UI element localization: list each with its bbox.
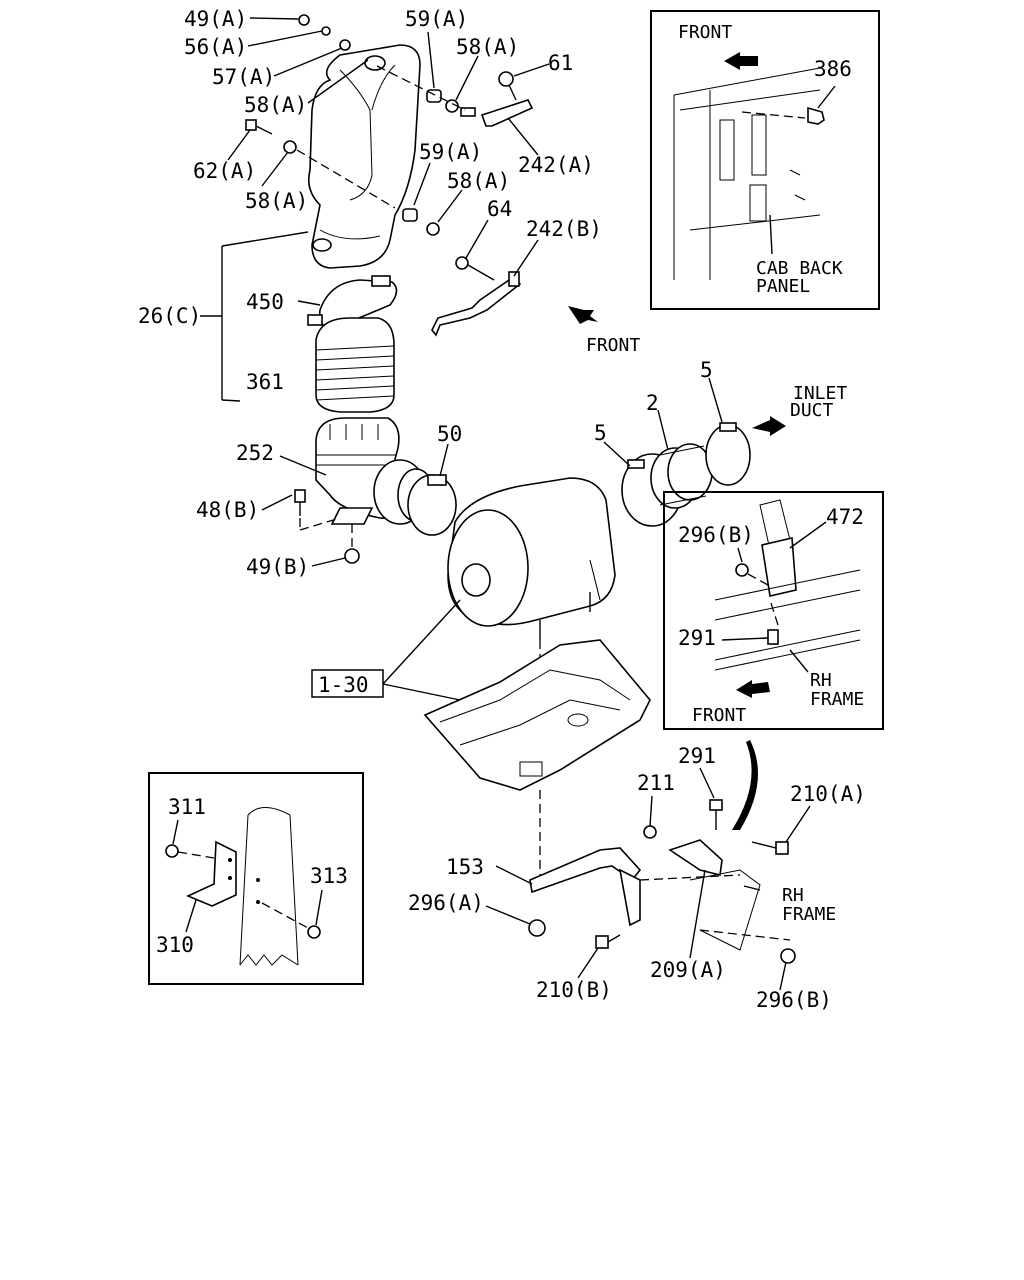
- callout-49b: 49(B): [246, 555, 309, 579]
- callout-209a: 209(A): [650, 958, 726, 982]
- callout-1-30-box: [311, 669, 384, 698]
- air-cleaner-body: [447, 477, 616, 880]
- callout-5-left: 5: [594, 421, 607, 445]
- callout-56a: 56(A): [184, 35, 247, 59]
- callout-57a: 57(A): [212, 65, 275, 89]
- inset-rh-label: RH: [810, 670, 832, 691]
- callout-58a-upper-left: 58(A): [244, 93, 307, 117]
- inset-cab-label-line1: CAB BACK: [756, 258, 843, 279]
- inset-frame-front-arrow: [736, 680, 770, 698]
- callout-310: 310: [156, 933, 194, 957]
- callout-296b-inset: 296(B): [678, 523, 754, 547]
- inset-cab-back-panel: FRONT 386 CAB BACK PANEL: [650, 10, 880, 310]
- callout-1-30: 1-30: [318, 673, 369, 697]
- intake-duct-assembly: [245, 14, 534, 337]
- callout-210b: 210(B): [536, 978, 612, 1002]
- callout-242a: 242(A): [518, 153, 594, 177]
- inset-cab-front-label: FRONT: [678, 22, 732, 43]
- callout-64: 64: [487, 197, 512, 221]
- inlet-duct-arrow: [752, 416, 786, 436]
- frame-floor-panel: [423, 639, 651, 791]
- inset-cab-front-arrow: [724, 52, 758, 70]
- inlet-duct-label-line2: DUCT: [790, 400, 834, 421]
- callout-242b: 242(B): [526, 217, 602, 241]
- inset-frame-front-label: FRONT: [692, 705, 746, 726]
- callout-450: 450: [246, 290, 284, 314]
- main-callouts: 49(A) 56(A) 57(A) 58(A) 62(A) 58(A) 59(A…: [138, 7, 866, 1012]
- callout-153: 153: [446, 855, 484, 879]
- callout-386: 386: [814, 57, 852, 81]
- rh-frame-label-line2: FRAME: [782, 904, 836, 925]
- inset-rh-frame: 296(B) 472 291 RH FRAME FRONT: [663, 491, 884, 730]
- callout-361: 361: [246, 370, 284, 394]
- callout-291-inset: 291: [678, 626, 716, 650]
- inset-frame-label: FRAME: [810, 689, 864, 710]
- bracket-153-assembly: [528, 799, 796, 964]
- inlet-duct-label-line1: INLET: [793, 383, 847, 404]
- callout-296b-main: 296(B): [756, 988, 832, 1012]
- callout-313: 313: [310, 864, 348, 888]
- inset-bracket-310: 311 313 310: [148, 772, 364, 985]
- callout-59a-top: 59(A): [405, 7, 468, 31]
- front-label-main: FRONT: [586, 335, 640, 356]
- front-arrow-main: [568, 306, 598, 324]
- callout-291-main: 291: [678, 744, 716, 768]
- inset-cab-label-line2: PANEL: [756, 276, 810, 297]
- leader-lines: [227, 17, 811, 991]
- callout-472: 472: [826, 505, 864, 529]
- callout-311: 311: [168, 795, 206, 819]
- callout-5-right: 5: [700, 358, 713, 382]
- callout-2: 2: [646, 391, 659, 415]
- callout-58a-top-right: 58(A): [456, 35, 519, 59]
- callout-211: 211: [637, 771, 675, 795]
- inset-pointer-curve: [732, 740, 758, 830]
- callout-26c: 26(C): [138, 304, 201, 328]
- callout-58a-lower-left: 58(A): [245, 189, 308, 213]
- callout-58a-mid: 58(A): [447, 169, 510, 193]
- duct-connector-assembly: [621, 422, 751, 527]
- callout-61: 61: [548, 51, 573, 75]
- callout-252: 252: [236, 441, 274, 465]
- callout-50: 50: [437, 422, 462, 446]
- callout-210a: 210(A): [790, 782, 866, 806]
- main-notes: FRONT INLET DUCT RH FRAME: [586, 335, 847, 925]
- callout-49a: 49(A): [184, 7, 247, 31]
- rh-frame-label-line1: RH: [782, 885, 804, 906]
- callout-59a-mid: 59(A): [419, 140, 482, 164]
- callout-296a: 296(A): [408, 891, 484, 915]
- callout-bracket-26c: [200, 231, 309, 402]
- bellows-hose-assembly: [294, 275, 457, 564]
- callout-48b: 48(B): [196, 498, 259, 522]
- callout-62a: 62(A): [193, 159, 256, 183]
